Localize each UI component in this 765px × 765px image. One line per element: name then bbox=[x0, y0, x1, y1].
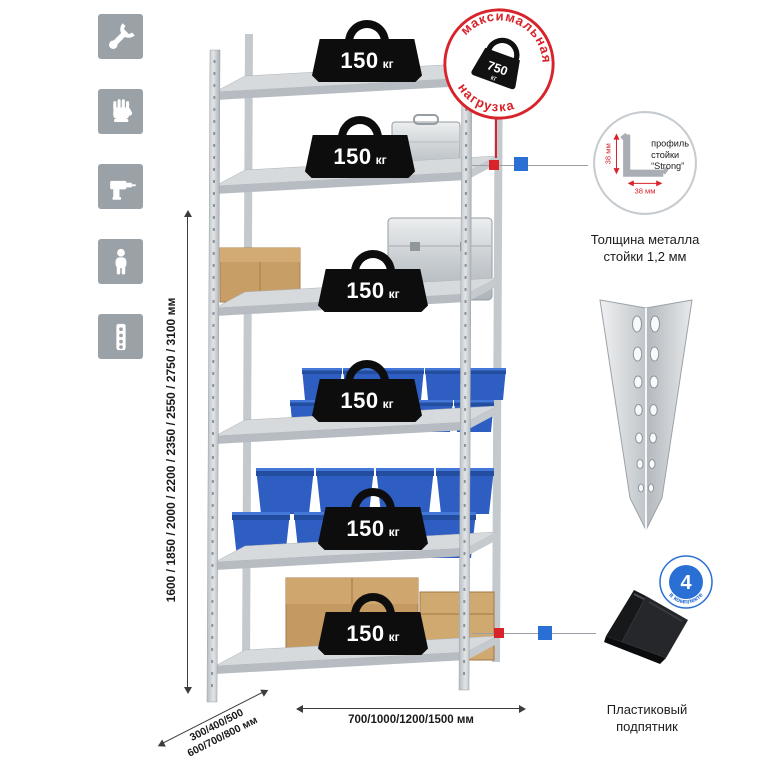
width-dimension-line bbox=[296, 704, 526, 713]
weight-handle-icon bbox=[345, 20, 389, 44]
post-holes-icon bbox=[98, 314, 143, 359]
profile-connector-line bbox=[472, 165, 588, 166]
foot-connector-line bbox=[472, 633, 596, 634]
badge-value: 4 bbox=[680, 572, 692, 594]
shelf-load-badge: 150 кг bbox=[318, 250, 428, 312]
drill-icon-glyph bbox=[109, 180, 136, 200]
cardboard-box-shelf3 bbox=[219, 247, 301, 303]
shelf-load-badge: 150 кг bbox=[318, 593, 428, 655]
rack-illustration bbox=[206, 24, 506, 703]
shelf-load-value: 150 bbox=[346, 277, 385, 303]
blue-marker-square bbox=[514, 157, 528, 171]
max-load-stamp-svg: максимальная нагрузка 750 кг bbox=[443, 0, 567, 123]
profile-label-line1: профиль bbox=[651, 139, 689, 149]
shelf-load-value: 150 bbox=[346, 515, 385, 541]
height-dimension-label: 1600 / 1850 / 2000 / 2200 / 2350 / 2550 … bbox=[164, 297, 178, 603]
post-perforation-holes bbox=[632, 315, 660, 493]
profile-caption: Толщина металла стойки 1,2 мм bbox=[572, 232, 718, 266]
perforated-post-image bbox=[599, 299, 693, 531]
profile-caption-line2: стойки 1,2 мм bbox=[603, 248, 687, 264]
max-load-stamp: максимальная нагрузка 750 кг bbox=[425, 0, 574, 138]
stamp-weight-icon bbox=[471, 37, 520, 90]
profile-label-line3: “Strong” bbox=[651, 161, 684, 171]
shelf-load-value: 150 bbox=[346, 620, 385, 646]
weight-handle-icon bbox=[345, 360, 389, 384]
profile-caption-line1: Толщина металла bbox=[590, 232, 700, 247]
red-marker-square bbox=[489, 160, 499, 170]
profile-angle-drawing bbox=[623, 134, 664, 177]
shelf-load-badge: 150 кг bbox=[305, 116, 415, 178]
height-dimension-line bbox=[183, 210, 192, 694]
post-holes-icon-glyph bbox=[115, 323, 126, 350]
shelf-load-value: 150 bbox=[340, 47, 379, 73]
weight-handle-icon bbox=[338, 116, 382, 140]
plastic-foot-image bbox=[604, 590, 688, 664]
foot-caption-line1: Пластиковый bbox=[606, 702, 688, 717]
stamp-connector-line bbox=[495, 100, 497, 158]
person-icon-glyph bbox=[115, 248, 126, 274]
shelf-load-unit: кг bbox=[382, 57, 394, 71]
weight-handle-icon bbox=[351, 593, 395, 617]
shelf-load-unit: кг bbox=[388, 287, 400, 301]
profile-dim-horizontal: 38 мм bbox=[634, 187, 655, 196]
feature-icon-column bbox=[98, 14, 144, 389]
included-quantity-badge: 4 в комплекте bbox=[659, 555, 713, 609]
stamp-unit: кг bbox=[489, 73, 498, 84]
glove-icon bbox=[98, 89, 143, 134]
person-icon bbox=[98, 239, 143, 284]
glove-icon-glyph bbox=[112, 98, 132, 122]
red-marker-square bbox=[494, 628, 504, 638]
stamp-value: 750 bbox=[485, 58, 509, 78]
shelf-load-badge: 150 кг bbox=[312, 360, 422, 422]
shelf-load-badge: 150 кг bbox=[312, 20, 422, 82]
wrench-icon-glyph bbox=[108, 22, 135, 49]
profile-label-line2: стойки bbox=[651, 150, 679, 160]
shelf-load-unit: кг bbox=[382, 397, 394, 411]
rack-front-posts bbox=[206, 37, 473, 703]
shelf-load-value: 150 bbox=[333, 143, 372, 169]
blue-marker-square bbox=[538, 626, 552, 640]
post-profile-callout: 38 мм 38 мм профиль стойки “Strong” bbox=[593, 111, 697, 215]
drill-icon bbox=[98, 164, 143, 209]
width-dimension-label: 700/1000/1200/1500 мм bbox=[348, 714, 474, 726]
profile-dim-vertical: 38 мм bbox=[603, 143, 612, 164]
shelf-load-value: 150 bbox=[340, 387, 379, 413]
foot-caption: Пластиковый подпятник bbox=[578, 702, 716, 736]
weight-handle-icon bbox=[351, 488, 395, 512]
wrench-icon bbox=[98, 14, 143, 59]
weight-handle-icon bbox=[351, 250, 395, 274]
shelf-load-badge: 150 кг bbox=[318, 488, 428, 550]
foot-caption-line2: подпятник bbox=[616, 718, 678, 734]
shelf-load-unit: кг bbox=[388, 630, 400, 644]
shelf-load-unit: кг bbox=[388, 525, 400, 539]
shelf-load-unit: кг bbox=[375, 153, 387, 167]
